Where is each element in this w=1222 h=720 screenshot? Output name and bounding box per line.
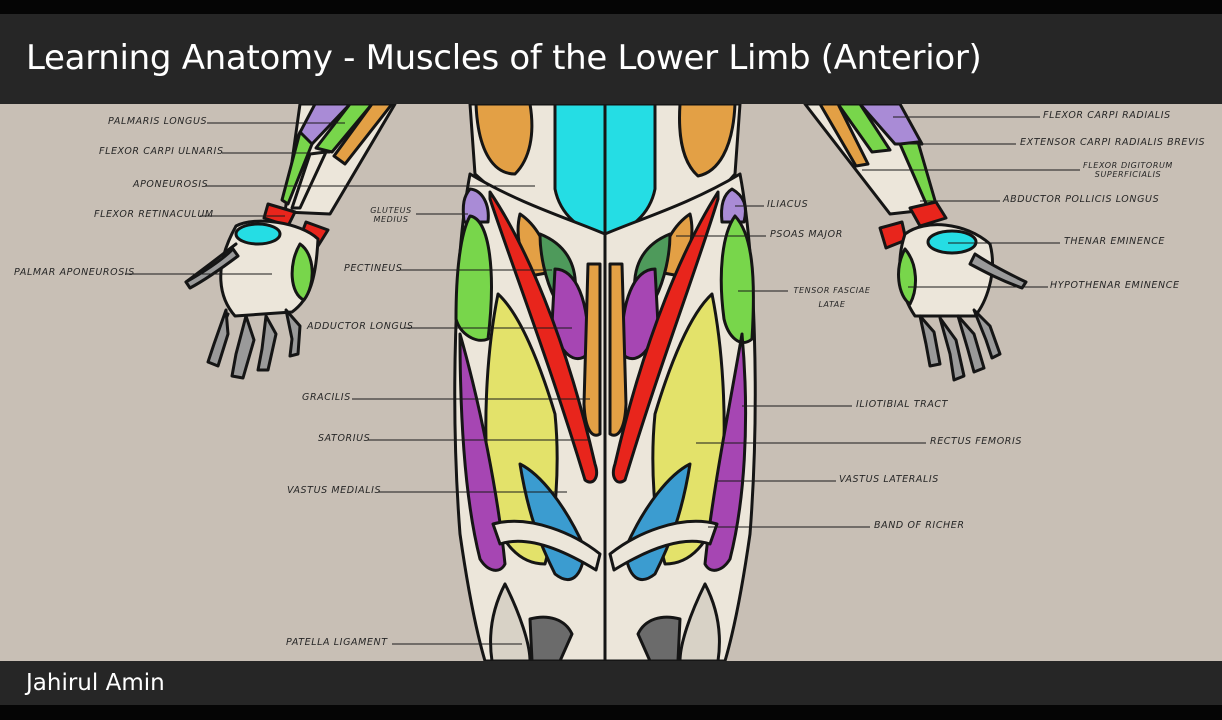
label-pectineus: PECTINEUS [344,263,403,274]
pelvis [468,104,742,241]
label-gracilis: GRACILIS [302,392,351,403]
label-tensor-fasciae-latae: TENSOR FASCIAE LATAE [793,286,871,309]
label-iliacus: ILIACUS [767,199,809,210]
label-aponeurosis: APONEUROSIS [133,179,209,190]
label-vastus-medialis: VASTUS MEDIALIS [287,485,382,496]
label-vastus-lateralis: VASTUS LATERALIS [839,474,939,485]
label-adductor-longus: ADDUCTOR LONGUS [307,321,414,332]
right-hand [897,223,1028,382]
label-flexor-retinaculum: FLEXOR RETINACULUM [94,209,214,220]
right-knee [636,582,721,661]
author-bar: Jahirul Amin [0,661,1222,705]
label-satorius: SATORIUS [318,433,371,444]
label-abductor-pollicis-longus: ABDUCTOR POLLICIS LONGUS [1003,194,1160,205]
page-title: Learning Anatomy - Muscles of the Lower … [26,38,982,78]
label-hypothenar-eminence: HYPOTHENAR EMINENCE [1050,280,1180,291]
left-thigh [453,172,607,661]
label-patella-ligament: PATELLA LIGAMENT [286,637,388,648]
label-extensor-carpi-radialis-brevis: EXTENSOR CARPI RADIALIS BREVIS [1020,137,1206,148]
label-flexor-digitorum-superficialis: FLEXOR DIGITORUM SUPERFICIALIS [1083,161,1173,179]
label-flexor-carpi-radialis: FLEXOR CARPI RADIALIS [1043,110,1171,121]
right-forearm [803,104,948,250]
left-hand [184,219,320,380]
label-iliotibial-tract: ILIOTIBIAL TRACT [856,399,949,410]
label-palmaris-longus: PALMARIS LONGUS [108,116,208,127]
leader-lines [125,116,1080,645]
label-rectus-femoris: RECTUS FEMORIS [930,436,1023,447]
right-thigh [603,172,757,661]
label-psoas-major: PSOAS MAJOR [770,229,843,240]
title-bar: Learning Anatomy - Muscles of the Lower … [0,14,1222,104]
label-thenar-eminence: THENAR EMINENCE [1064,236,1166,247]
label-flexor-carpi-ulnaris: FLEXOR CARPI ULNARIS [99,146,224,157]
lower-limb-illustration [125,104,1080,661]
label-palmar-aponeurosis: PALMAR APONEUROSIS [14,267,135,278]
anatomy-diagram: PALMARIS LONGUS FLEXOR CARPI ULNARIS APO… [0,104,1222,661]
left-knee [489,582,574,661]
author-name: Jahirul Amin [26,670,165,696]
label-band-of-richer: BAND OF RICHER [874,520,965,531]
label-gluteus-medius: GLUTEUS MEDIUS [370,206,412,224]
